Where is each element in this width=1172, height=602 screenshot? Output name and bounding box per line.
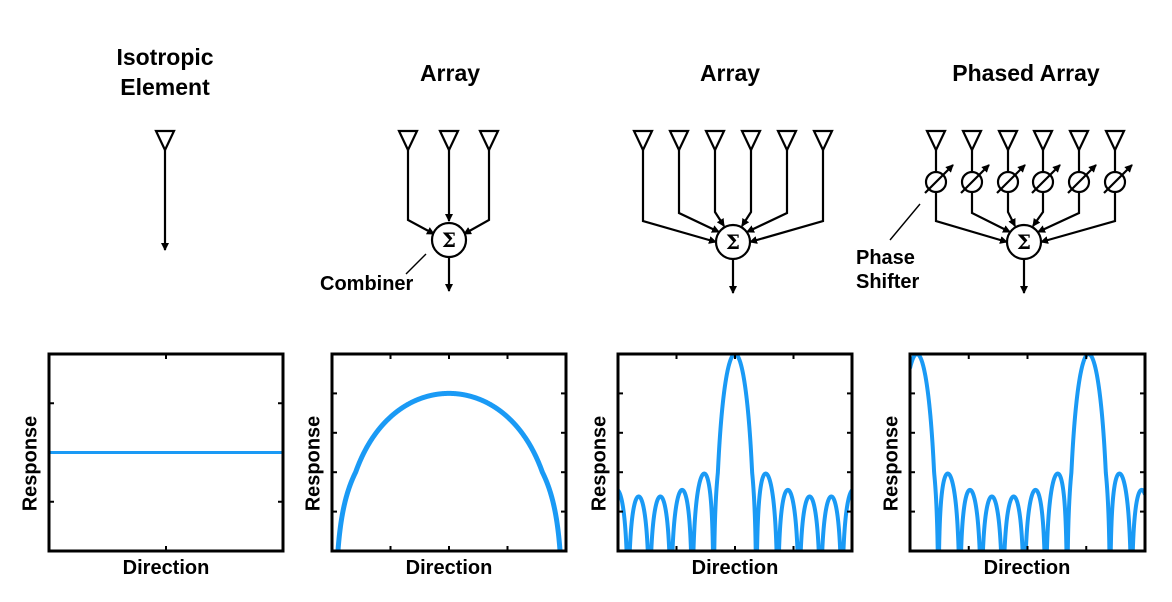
antenna-icon [1104, 129, 1126, 153]
axes-frame [330, 352, 568, 553]
chart-1 [47, 352, 285, 553]
feed-line [1006, 192, 1016, 227]
response-curve [332, 390, 566, 551]
antenna-icon [997, 129, 1019, 153]
antenna-icon [704, 129, 726, 153]
column-title-array-3: Array [419, 60, 481, 86]
antenna-icon [154, 129, 176, 153]
sigma-symbol: Σ [726, 230, 740, 254]
antenna-icon [812, 129, 834, 153]
antenna-icon [1068, 129, 1090, 153]
feed-line [749, 150, 825, 244]
feed-line [677, 150, 720, 233]
response-curve [618, 354, 852, 551]
chart-4 [908, 352, 1147, 553]
y-axis-label-3: Response [588, 415, 611, 512]
feed-line [641, 150, 717, 244]
feed-line [1037, 192, 1081, 233]
feed-line [463, 150, 491, 235]
antenna-icon [776, 129, 798, 153]
leader-line [889, 203, 921, 241]
phase-shifter-label: Phase Shifter [856, 247, 920, 293]
combiner-label: Combiner [320, 273, 414, 295]
feed-line [970, 192, 1011, 233]
chart-3 [616, 352, 854, 553]
y-axis-label-2: Response [302, 415, 325, 512]
feed-line [406, 150, 435, 235]
antenna-icon [925, 129, 947, 153]
chart-2 [330, 352, 568, 553]
column-title-array-6: Array [699, 60, 761, 86]
x-axis-label-2: Direction [405, 557, 493, 579]
sigma-symbol: Σ [442, 228, 456, 252]
feed-line [1040, 192, 1117, 244]
antenna-icon [961, 129, 983, 153]
sigma-symbol: Σ [1017, 230, 1031, 254]
antenna-icon [740, 129, 762, 153]
x-axis-label-1: Direction [122, 557, 210, 579]
feed-line [741, 150, 753, 227]
antenna-icon [632, 129, 654, 153]
antenna-icon [397, 129, 419, 153]
diagram-phased-array: Σ [889, 129, 1133, 294]
antenna-icon [1032, 129, 1054, 153]
y-axis-label-1: Response [19, 415, 42, 512]
diagram-isotropic [154, 129, 176, 251]
antenna-icon [438, 129, 460, 153]
diagram-array-6: Σ [632, 129, 834, 294]
feed-line [713, 150, 725, 227]
feed-line [934, 192, 1008, 244]
leader-line [405, 253, 427, 275]
y-axis-label-4: Response [880, 415, 903, 512]
x-axis-label-4: Direction [983, 557, 1071, 579]
feed-line [1032, 192, 1045, 227]
antenna-icon [478, 129, 500, 153]
antenna-icon [668, 129, 690, 153]
feed-line [746, 150, 789, 233]
x-axis-label-3: Direction [691, 557, 779, 579]
diagram-array-3: Σ [397, 129, 500, 292]
column-title-isotropic: Isotropic Element [116, 44, 214, 100]
column-title-phased-array: Phased Array [952, 60, 1100, 86]
response-curve [910, 354, 1145, 551]
